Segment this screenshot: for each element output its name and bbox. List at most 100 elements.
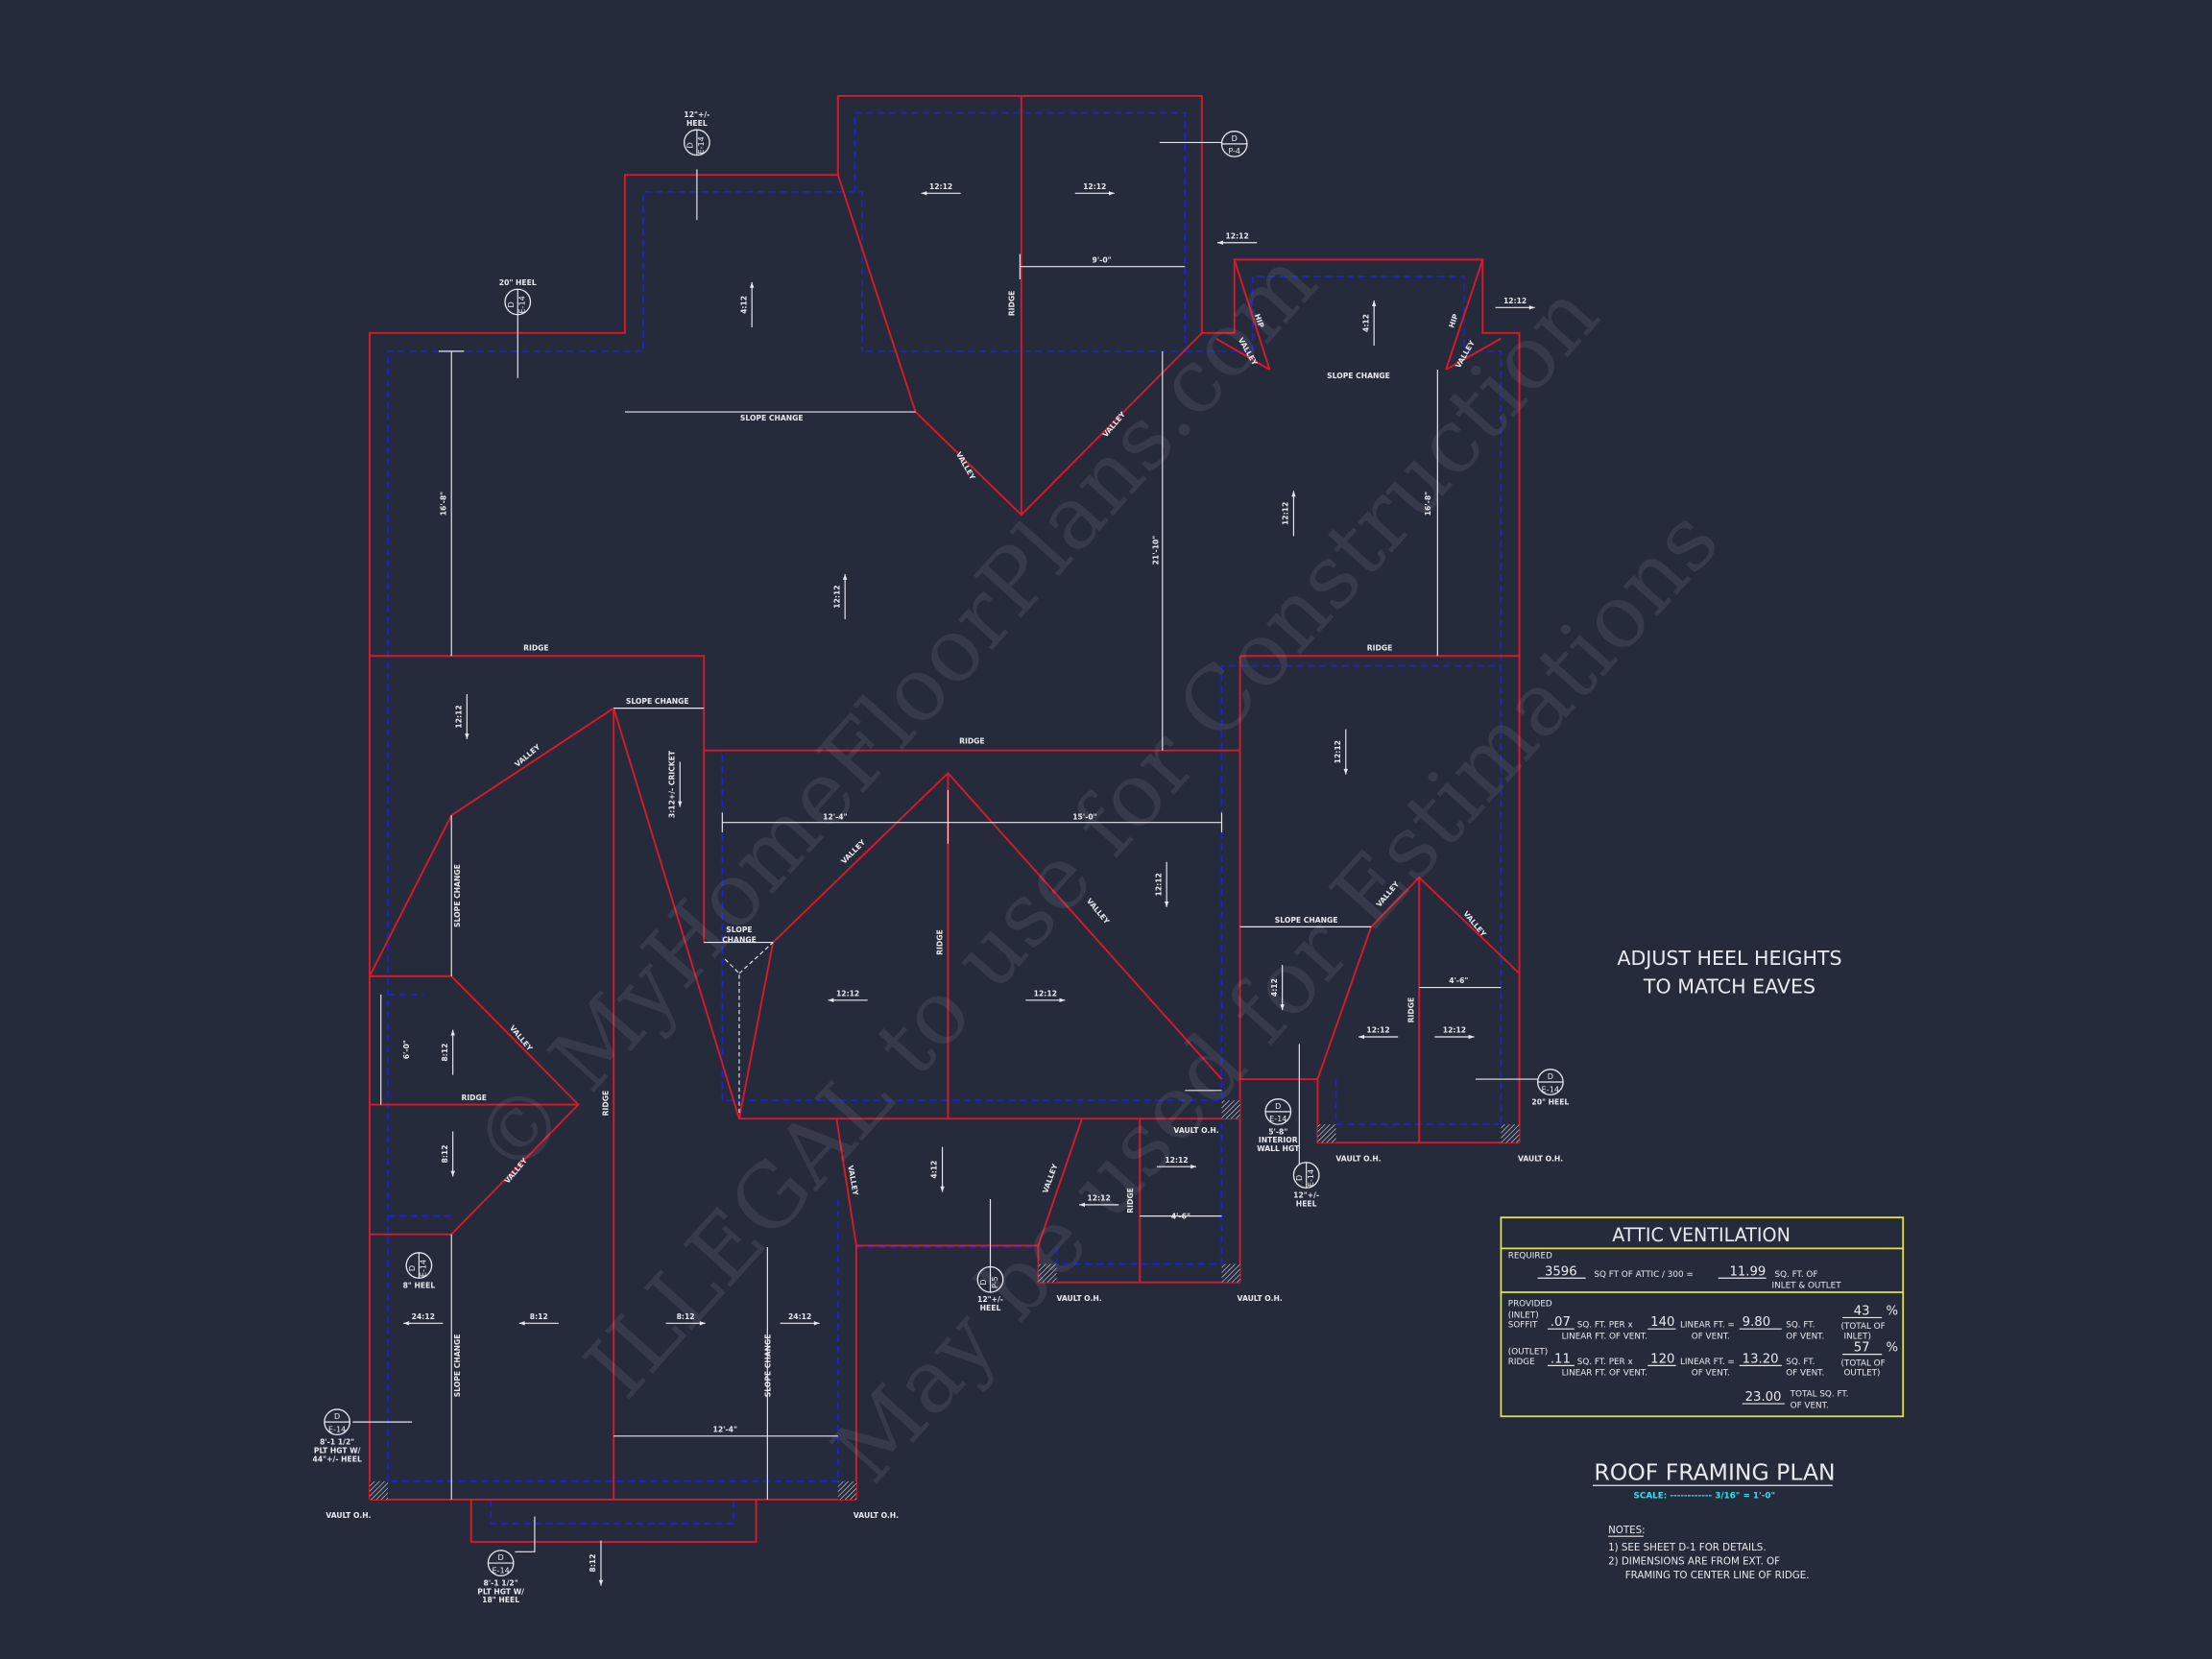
wall-line	[387, 191, 863, 1481]
vent-inlet-name: SOFFIT	[1508, 1321, 1538, 1331]
vent-inlet-length: 140	[1650, 1315, 1674, 1330]
required-label: REQUIRED	[1508, 1252, 1552, 1262]
roof-line	[835, 1118, 1083, 1247]
slope-label: 12:12	[1334, 740, 1342, 763]
callout-sheet: E-14	[419, 1260, 428, 1277]
detail-callout: DE-148'-1 1/2"PLT HGT W/44"+/- HEEL	[313, 1408, 362, 1463]
callout-detail: D	[498, 1552, 504, 1562]
arrowhead-icon	[1217, 240, 1223, 245]
callout-caption: PLT HGT W/	[314, 1446, 361, 1455]
arrowhead-icon	[1468, 1034, 1475, 1040]
callout-caption: WALL HGT	[1257, 1144, 1300, 1153]
vent-outlet-lf2: OF VENT.	[1692, 1369, 1730, 1379]
slope-label: 24:12	[412, 1312, 435, 1321]
slope-change-label: SLOPE CHANGE	[740, 414, 804, 422]
slope-label: 3:12+/- CRICKET	[667, 750, 676, 818]
slope-label: 12:12	[1503, 297, 1527, 305]
slope-label: 4:12	[1361, 314, 1370, 332]
vault-overhang-label: VAULT O.H.	[1335, 1154, 1381, 1163]
arrowhead-icon	[1371, 300, 1377, 306]
required-sqft: 11.99	[1729, 1264, 1766, 1279]
ridge-label: RIDGE	[461, 1094, 487, 1102]
vent-inlet-area: 9.80	[1743, 1315, 1770, 1330]
slope-label: 4:12	[739, 296, 748, 314]
vent-outlet-total2: OUTLET)	[1843, 1369, 1880, 1379]
callout-sheet: E-14	[1542, 1084, 1559, 1094]
wall-line	[1334, 1079, 1502, 1125]
dimension-label: 9'-0"	[1093, 255, 1112, 264]
callout-sheet: E-14	[517, 296, 527, 313]
callout-detail: D	[1232, 133, 1238, 143]
wall-line	[490, 1499, 734, 1525]
heel-note-line-1: ADJUST HEEL HEIGHTS	[1617, 947, 1841, 970]
callout-detail: D	[1275, 1101, 1281, 1111]
drawing-scale: SCALE: ------------ 3/16" = 1'-0"	[1634, 1491, 1776, 1501]
note-1: 1) SEE SHEET D-1 FOR DETAILS.	[1608, 1542, 1767, 1553]
detail-callout: DP-4	[1220, 130, 1248, 157]
vent-outlet-tag: (OUTLET)	[1508, 1348, 1548, 1358]
vent-inlet-total1: (TOTAL OF	[1841, 1322, 1886, 1332]
wall-line	[1055, 1118, 1223, 1265]
slope-label: 12:12	[1366, 1026, 1389, 1035]
slope-label: 12:12	[1226, 231, 1249, 240]
table-border	[1500, 1216, 1905, 1418]
slope-label: 12:12	[929, 182, 952, 191]
vent-inlet-unit: SQ. FT.	[1786, 1321, 1815, 1331]
required-unit-2: INLET & OUTLET	[1772, 1282, 1842, 1291]
dimension-label: 15'-0"	[1072, 813, 1096, 822]
vault-overhang-hatch	[1221, 1100, 1240, 1119]
arrowhead-icon	[1190, 1164, 1197, 1169]
total-text: TOTAL SQ. FT.	[1790, 1390, 1849, 1400]
dimension-lines	[352, 141, 1538, 1552]
slope-label: 4:12	[930, 1161, 939, 1179]
dimension-label: 12'-4"	[823, 813, 847, 822]
vault-overhang-label: VAULT O.H.	[325, 1511, 371, 1520]
callout-caption: HEEL	[1296, 1199, 1317, 1208]
callout-sheet: E-14	[1306, 1169, 1315, 1187]
slope-label: 12:12	[832, 585, 841, 608]
vent-inlet-unit2: OF VENT.	[1786, 1332, 1824, 1341]
attic-sqft: 3596	[1545, 1264, 1577, 1279]
slope-change-label: SLOPE CHANGE	[1275, 916, 1338, 925]
slope-label: 12:12	[1165, 1156, 1188, 1165]
slope-label: 8:12	[441, 1144, 449, 1163]
roof-line	[369, 94, 1521, 1500]
vault-overhang-label: VAULT O.H.	[1518, 1154, 1563, 1163]
callout-caption: INTERIOR	[1259, 1136, 1298, 1144]
callout-caption: 18" HEEL	[482, 1596, 519, 1604]
roof-line	[1233, 259, 1271, 371]
callout-sheet: E-14	[328, 1424, 346, 1433]
dimension-label: 21'-10"	[1151, 536, 1160, 565]
slope-change-label: CHANGE	[722, 936, 757, 945]
vent-outlet-total1: (TOTAL OF	[1841, 1358, 1886, 1368]
dimension-label: 16'-8"	[439, 492, 447, 516]
vent-inlet-per2: LINEAR FT. OF VENT.	[1562, 1332, 1647, 1341]
vent-outlet-unit2: OF VENT.	[1786, 1369, 1824, 1379]
callout-caption: 12"+/-	[1293, 1191, 1319, 1200]
required-unit: SQ. FT. OF	[1774, 1270, 1817, 1280]
callout-sheet: E-14	[492, 1565, 509, 1575]
roof-line	[469, 1499, 757, 1543]
slope-change-label: SLOPE CHANGE	[763, 1334, 772, 1397]
slope-label: 8:12	[589, 1554, 597, 1573]
callout-detail: D	[506, 301, 516, 307]
slope-change-label: SLOPE	[726, 926, 752, 934]
vent-inlet-lf2: OF VENT.	[1692, 1332, 1730, 1341]
vent-inlet-total2: INLET)	[1843, 1332, 1870, 1341]
arrowhead-icon	[940, 1186, 945, 1192]
vent-outlet-unit: SQ. FT.	[1786, 1358, 1815, 1367]
vault-overhang-label: VAULT O.H.	[1238, 1294, 1283, 1303]
callout-detail: D	[1294, 1175, 1304, 1181]
vent-outlet-lf: LINEAR FT. =	[1680, 1358, 1735, 1367]
provided-label: PROVIDED	[1508, 1300, 1552, 1310]
dimension-line	[515, 1516, 536, 1552]
callout-detail: D	[685, 142, 694, 148]
roof-line	[369, 655, 706, 943]
callout-caption: 5'-8"	[1268, 1127, 1287, 1136]
roof-line	[738, 771, 1223, 1119]
